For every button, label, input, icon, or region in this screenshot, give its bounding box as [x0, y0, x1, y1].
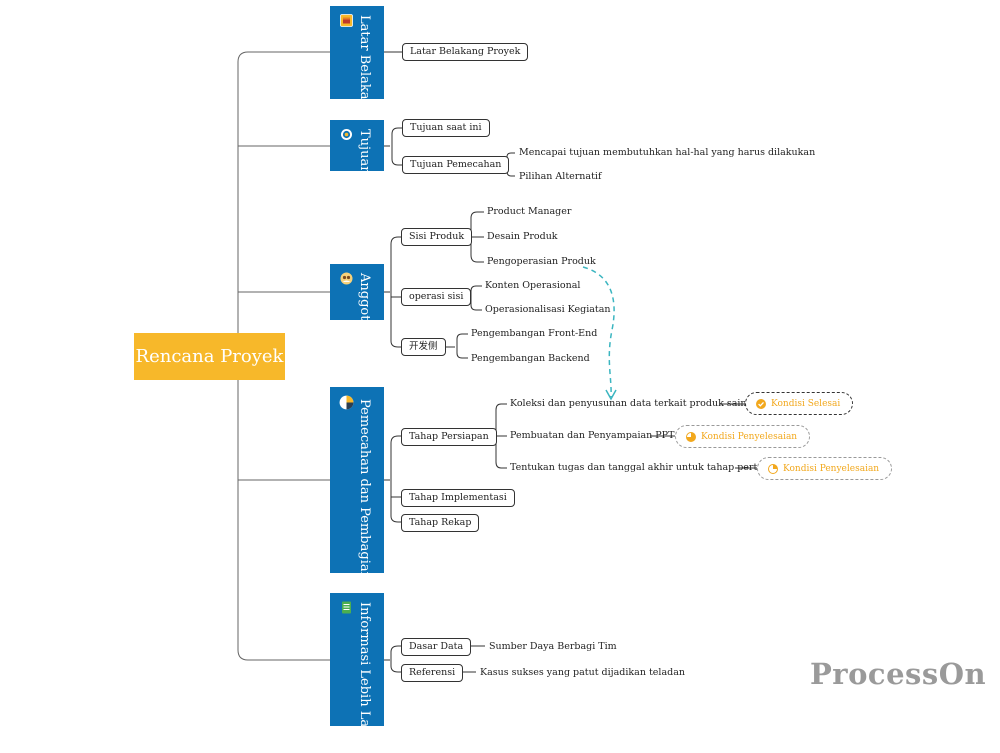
node-operasi-sisi[interactable]: operasi sisi: [401, 288, 472, 306]
check-circle-icon: [756, 398, 766, 409]
leaf-koleksi[interactable]: Koleksi dan penyusunan data terkait prod…: [510, 398, 765, 409]
leaf-tentukan-tugas[interactable]: Tentukan tugas dan tanggal akhir untuk t…: [510, 462, 781, 473]
branch-pemecahan[interactable]: Pemecahan dan Pembagian Kerja: [330, 387, 384, 619]
pie-chart-icon: [339, 395, 354, 410]
leaf-pengoperasian-produk[interactable]: Pengoperasian Produk: [487, 256, 596, 267]
leaf-pilihan-alternatif[interactable]: Pilihan Alternatif: [519, 171, 602, 182]
leaf-pengembangan-backend[interactable]: Pengembangan Backend: [471, 353, 590, 364]
node-tujuan-pemecahan[interactable]: Tujuan Pemecahan: [402, 156, 510, 174]
leaf-product-manager[interactable]: Product Manager: [487, 206, 572, 217]
leaf-sumber-daya[interactable]: Sumber Daya Berbagi Tim: [489, 641, 617, 652]
leaf-desain-produk[interactable]: Desain Produk: [487, 231, 558, 242]
target-icon: [341, 129, 352, 140]
node-tahap-rekap[interactable]: Tahap Rekap: [401, 514, 480, 532]
watermark-logo: ProcessOn: [810, 657, 987, 691]
branch-anggota[interactable]: Anggota: [330, 264, 384, 328]
status-tag-label: Kondisi Selesai: [771, 398, 841, 409]
branch-informasi[interactable]: Informasi Lebih Lanjut: [330, 593, 384, 753]
leaf-mencapai-tujuan[interactable]: Mencapai tujuan membutuhkan hal-hal yang…: [519, 147, 816, 158]
leaf-kasus-sukses[interactable]: Kasus sukses yang patut dijadikan telada…: [480, 667, 685, 678]
leaf-pengembangan-frontend[interactable]: Pengembangan Front-End: [471, 328, 598, 339]
leaf-operasionalisasi-kegiatan[interactable]: Operasionalisasi Kegiatan: [485, 304, 611, 315]
node-kaifa-ce[interactable]: 开发侧: [401, 338, 446, 356]
branch-tujuan[interactable]: Tujuan: [330, 120, 384, 175]
status-tag-quarter[interactable]: Kondisi Penyelesaian: [757, 457, 893, 480]
node-latar-belakang-proyek[interactable]: Latar Belakang Proyek: [402, 43, 529, 61]
status-tag-complete[interactable]: Kondisi Selesai: [745, 392, 854, 415]
branch-label: Tujuan: [357, 129, 372, 175]
status-tag-half[interactable]: Kondisi Penyelesaian: [675, 425, 811, 448]
branch-label: Pemecahan dan Pembagian Kerja: [357, 399, 372, 620]
document-icon: [342, 601, 351, 614]
people-icon: [340, 272, 353, 285]
half-progress-icon: [686, 431, 696, 442]
package-icon: [340, 14, 353, 27]
node-tahap-persiapan[interactable]: Tahap Persiapan: [401, 428, 497, 446]
leaf-pembuatan-ppt[interactable]: Pembuatan dan Penyampaian PPT: [510, 430, 675, 441]
quarter-progress-icon: [768, 463, 778, 474]
branch-label: Informasi Lebih Lanjut: [357, 602, 372, 753]
status-tag-label: Kondisi Penyelesaian: [701, 431, 798, 442]
node-referensi[interactable]: Referensi: [401, 664, 464, 682]
leaf-konten-operasional[interactable]: Konten Operasional: [485, 280, 581, 291]
node-dasar-data[interactable]: Dasar Data: [401, 638, 472, 656]
branch-label: Latar Belakang: [357, 15, 372, 117]
node-sisi-produk[interactable]: Sisi Produk: [401, 228, 473, 246]
node-tujuan-saat-ini[interactable]: Tujuan saat ini: [402, 119, 490, 137]
status-tag-label: Kondisi Penyelesaian: [783, 463, 880, 474]
root-topic[interactable]: Rencana Proyek: [134, 333, 285, 380]
branch-label: Anggota: [357, 273, 372, 329]
branch-latar-belakang[interactable]: Latar Belakang: [330, 6, 384, 116]
node-tahap-implementasi[interactable]: Tahap Implementasi: [401, 489, 515, 507]
